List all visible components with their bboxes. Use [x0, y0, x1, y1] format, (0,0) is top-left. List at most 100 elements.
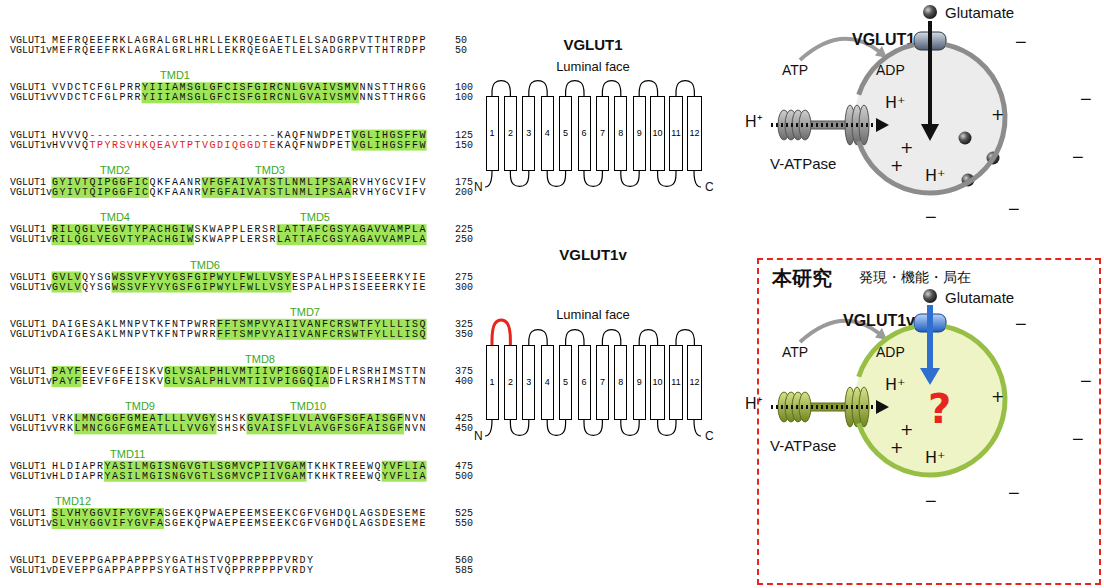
helix-number: 1 [489, 129, 494, 138]
protein-name: VGLUT1 [10, 273, 46, 283]
tm-helix: 12 [687, 345, 702, 420]
tm-helix: 6 [578, 96, 591, 171]
charge-sign: − [925, 206, 937, 229]
loop-connector [529, 330, 547, 345]
residue-number: 525 [455, 509, 473, 519]
residue-number: 150 [455, 141, 473, 151]
tmd-label: TMD5 [300, 211, 330, 224]
sequence-text: HLDIAPRYASILMGISNGVGTLSGMVCPIIVGAMTKHKTR… [52, 462, 427, 472]
ion-label: H⁺ [925, 168, 945, 184]
tm-helix: 4 [541, 345, 554, 420]
protein-name: VGLUT1v [10, 472, 52, 482]
protein-name: VGLUT1v [10, 566, 52, 576]
tm-helix: 1 [486, 345, 499, 420]
terminus-label: C [705, 430, 714, 444]
tm-helix: 8 [614, 96, 627, 171]
sequence-text: RILQGLVEGVTYPACHGIWSKWAPPLERSRLATTAFCGSY… [52, 235, 427, 245]
loop-connector [492, 81, 510, 96]
residue-number: 175 [455, 178, 473, 188]
protein-name: VGLUT1v [10, 93, 52, 103]
proton-label: H⁺ [745, 113, 762, 131]
charge-sign: − [1015, 31, 1027, 54]
glutamate-molecule [923, 5, 937, 19]
tmd-label: TMD3 [255, 164, 285, 177]
tmd-label: TMD7 [290, 306, 320, 319]
sequence-text: DAIGESAKLMNPVTKFNTPWRRFFTSMPVYAIIVANFCRS… [52, 330, 427, 340]
loop-connector [584, 420, 602, 435]
sequence-text: HLDIAPRYASILMGISNGVGTLSGMVCPIIVGAMTKHKTR… [52, 472, 427, 482]
glutamate-arrow [927, 305, 933, 370]
study-box: 本研究発現・機能・局在H⁺+++H⁺? [757, 258, 1101, 585]
ion-label: + [890, 440, 903, 456]
loop-connector [621, 171, 639, 186]
protein-name: VGLUT1 [10, 320, 46, 330]
residue-number: 500 [455, 472, 473, 482]
residue-number: 375 [455, 367, 473, 377]
sequence-text: GVLVQYSGWSSVFYVYGSFGIPWYLFWLLVSYESPALHPS… [52, 273, 427, 283]
terminus-label: N [474, 181, 483, 195]
protein-name: VGLUT1v [10, 235, 52, 245]
terminus-label: N [474, 430, 483, 444]
protein-name: VGLUT1v [10, 141, 52, 151]
loop-connector [529, 81, 547, 96]
study-text: 発現・機能・局在 [859, 270, 971, 284]
tmd-label: TMD11 [110, 448, 145, 461]
glutamate-arrow [928, 21, 932, 126]
face-label: Luminal face [556, 60, 630, 75]
protein-name: VGLUT1v [10, 46, 52, 56]
residue-number: 550 [455, 519, 473, 529]
loop-connector [676, 81, 694, 96]
protein-name: VGLUT1v [10, 330, 52, 340]
loop-connector [658, 171, 676, 186]
residue-number: 400 [455, 377, 473, 387]
tmd-label: TMD4 [100, 211, 130, 224]
sequence-text: TPYRSVHKQEAVTPTVGDIQGGDTE [90, 141, 278, 151]
tm-helix: 9 [633, 345, 646, 420]
sequence-text: HVVVQ [52, 141, 90, 151]
ion-label: H⁺ [885, 95, 905, 111]
vesicle: H⁺+++H⁺? [853, 323, 1007, 477]
loop-connector [547, 171, 565, 186]
residue-number: 50 [455, 46, 467, 56]
loop-connector [639, 330, 657, 345]
helix-number: 9 [637, 129, 642, 138]
sequence-text: DEVEPPGAPPAPPPSYGATHSTVQPPRPPPPVRDY [52, 566, 315, 576]
loop-connector [639, 81, 657, 96]
protein-name: VGLUT1 [10, 509, 46, 519]
sequence-text: MEFRQEEFRKLAGRALGRLHRLLEKRQEGAETLELSADGR… [52, 36, 427, 46]
nucleotide-label: ATP [782, 62, 808, 78]
pump-label: V-ATPase [770, 155, 836, 172]
residue-number: 225 [455, 225, 473, 235]
helix-number: 11 [671, 129, 680, 138]
loop-connector [658, 420, 676, 435]
helix-number: 8 [618, 129, 623, 138]
protein-name: VGLUT1 [10, 225, 46, 235]
proton-arrow [771, 123, 876, 127]
vesicle-membrane [859, 327, 1005, 475]
helix-number: 10 [653, 378, 663, 387]
n-tail [485, 420, 492, 436]
sequence-text: VVDCTCFGLPRRYIIIAMSGLGFCISFGIRCNLGVAIVSM… [52, 93, 427, 103]
residue-number: 200 [455, 188, 473, 198]
charge-sign: − [1008, 198, 1020, 221]
loop-connector [602, 330, 620, 345]
panel-title: VGLUT1 [563, 36, 622, 53]
c-tail [694, 171, 701, 187]
tm-helix: 12 [687, 96, 702, 171]
tm-helix: 3 [522, 96, 535, 171]
ion-label: + [900, 140, 913, 156]
sequence-text: PAYFEEVFGFEISKVGLVSALPHLVMTIIVPIGGQIADFL… [52, 377, 427, 387]
residue-number: 560 [455, 556, 473, 566]
n-tail [485, 171, 492, 187]
protein-name: VGLUT1 [10, 36, 46, 46]
residue-number: 50 [455, 36, 467, 46]
helix-number: 9 [637, 378, 642, 387]
charge-sign: − [1008, 482, 1020, 505]
loop-connector [566, 330, 584, 345]
protein-name: VGLUT1 [10, 556, 46, 566]
sequence-text: HVVVQ [52, 131, 90, 141]
sequence-text: SLVHYGGVIFYGVFASGEKQPWAEPEEMSEEKCGFVGHDQ… [52, 519, 427, 529]
protein-name: VGLUT1v [10, 377, 52, 387]
